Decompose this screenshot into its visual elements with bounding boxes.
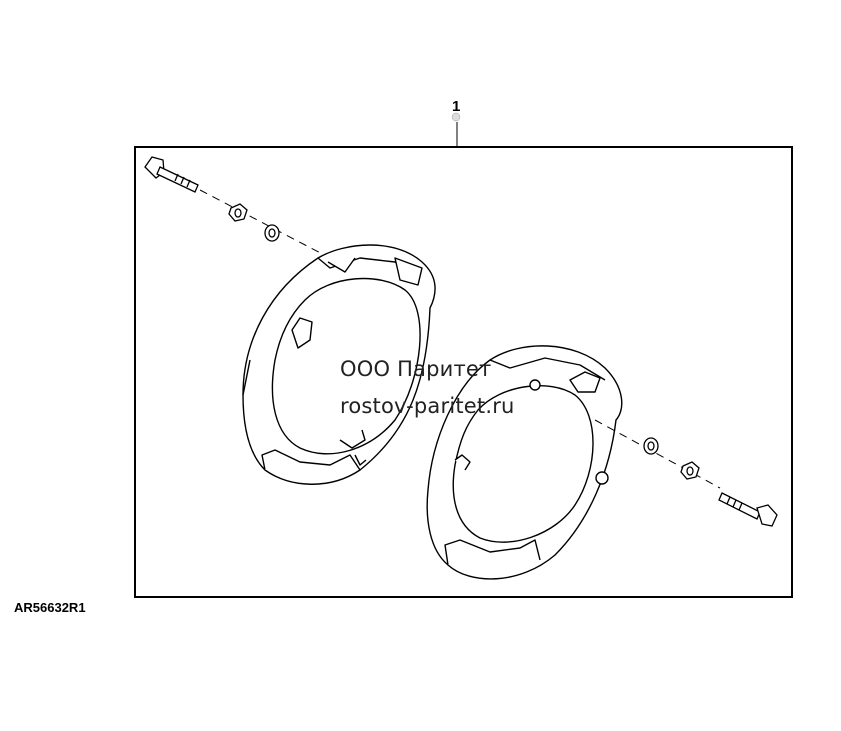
- washer-left: [264, 224, 280, 242]
- assembly-axis-upper: [199, 189, 331, 259]
- watermark-company: ООО Паритет: [340, 357, 492, 381]
- wheel-weight-right: [426, 345, 623, 580]
- callout-number: 1: [452, 98, 461, 115]
- nut-left: [228, 203, 248, 222]
- wheel-weight-left: [242, 244, 436, 485]
- nut-right: [680, 461, 700, 480]
- washer-right: [643, 437, 659, 455]
- callout-dot: [451, 112, 461, 122]
- bolt-left: [144, 156, 199, 193]
- bolt-right: [718, 492, 778, 527]
- watermark-website: rostov-paritet.ru: [340, 394, 515, 418]
- figure-id: AR56632R1: [14, 600, 86, 615]
- assembly-axis-lower: [594, 419, 721, 489]
- kit-frame: [134, 146, 793, 598]
